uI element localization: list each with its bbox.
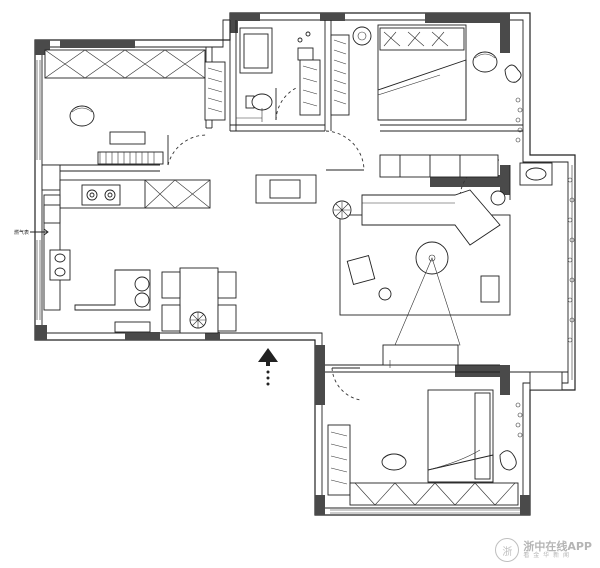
bathroom	[236, 27, 350, 122]
closet-hangers	[330, 34, 350, 116]
gas-meter-marker: 燃气表	[14, 228, 49, 236]
plant-icon	[189, 311, 207, 329]
door-swings	[167, 87, 501, 401]
entry-arrow-icon	[258, 348, 278, 386]
watermark-sub: 看 金 华 新 闻	[523, 551, 570, 559]
plant-bedroom2	[499, 450, 517, 471]
study-room	[41, 49, 226, 191]
sink-icon	[49, 249, 71, 281]
wardrobe-hangers	[207, 67, 223, 113]
gas-meter-label: 燃气表	[14, 229, 29, 236]
entry-cabinet	[255, 154, 553, 204]
wash-basin-icon	[519, 162, 553, 186]
armchair-master	[472, 51, 498, 73]
watermark-main: 浙中在线APP	[523, 540, 592, 554]
living-room	[332, 177, 575, 391]
second-bedroom	[327, 360, 523, 506]
stove-icon	[81, 184, 121, 206]
window-plants-right	[515, 97, 523, 143]
watermark: 浙 浙中在线APP 看 金 华 新 闻	[495, 538, 592, 562]
master-bedroom	[352, 24, 523, 143]
armchair-study	[69, 105, 95, 127]
window-plants-bedroom2	[515, 402, 523, 438]
watermark-logo: 浙	[495, 538, 520, 562]
toilet-icon	[245, 93, 273, 111]
structural-columns	[35, 13, 530, 515]
window-frames	[36, 60, 576, 514]
watermark-text: 浙中在线APP 看 金 华 新 闻	[523, 541, 592, 559]
armchair-bedroom2	[381, 453, 407, 471]
dining-area	[161, 267, 237, 334]
kitchen	[43, 179, 211, 333]
plant-master	[504, 64, 522, 83]
